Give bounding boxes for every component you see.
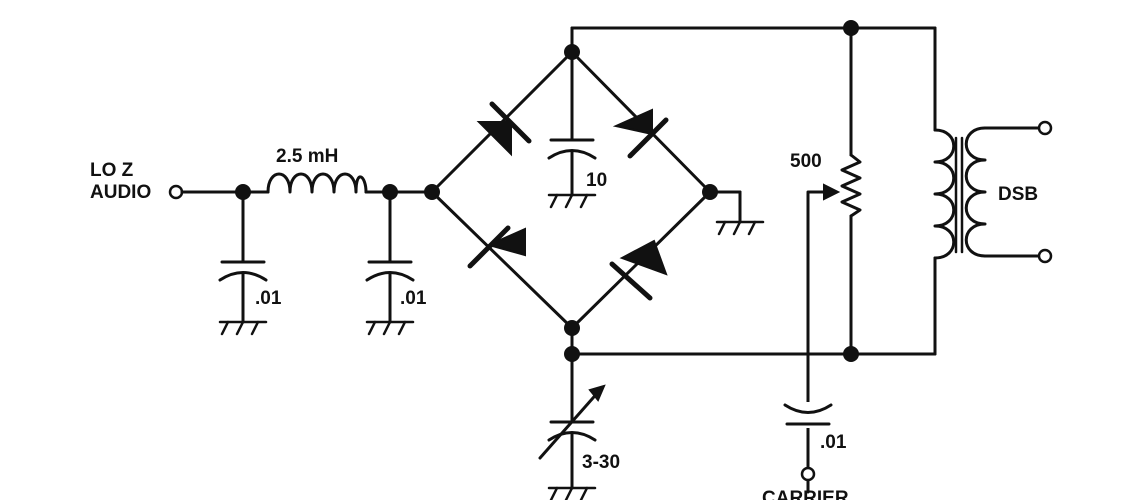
bridge-cap-label: 10 [586,170,607,191]
input-capacitor-2 [365,190,415,336]
dsb-output-terminal-bottom [1037,248,1053,264]
diode-top-left [476,101,532,157]
trimmer-capacitor-3-30 [538,352,606,500]
inductor-symbol [266,172,368,194]
diode-top-right [612,108,669,159]
inductor-label: 2.5 mH [276,146,338,167]
potentiometer-500 [806,26,862,494]
cap-label-1: .01 [255,288,282,309]
bridge-right-ground [708,190,765,236]
bridge-capacitor-10 [547,50,597,209]
output-label: DSB [998,184,1038,205]
input-label-line2: AUDIO [90,182,151,203]
carrier-capacitor [783,402,833,428]
diode-bottom-right [609,239,668,301]
junction-dots [235,20,859,362]
carrier-input-terminal [800,466,816,482]
output-transformer [933,26,1042,356]
audio-input-terminal [168,184,184,200]
carrier-label: CARRIER [762,488,849,500]
trimmer-label: 3-30 [582,452,620,473]
pot-label: 500 [790,151,822,172]
carrier-cap-label: .01 [820,432,847,453]
input-label-line1: LO Z [90,160,134,181]
cap-label-2: .01 [400,288,427,309]
diode-bottom-left [467,225,526,269]
dsb-output-terminal-top [1037,120,1053,136]
input-capacitor-1 [218,190,268,336]
